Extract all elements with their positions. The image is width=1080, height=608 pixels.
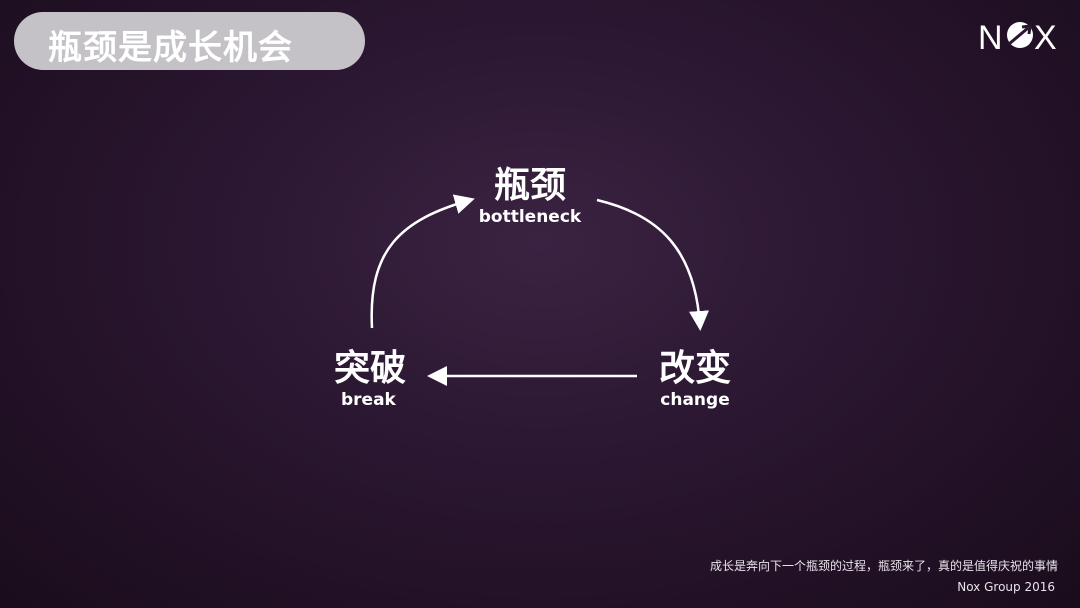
arrow-bottleneck-to-change [596, 198, 709, 331]
svg-text:N: N [978, 19, 1003, 52]
node-label-en: break [341, 390, 396, 410]
node-label-cn: 瓶颈 [493, 165, 566, 206]
title-pill: 瓶颈是成长机会 [14, 12, 365, 70]
node-label-en: change [660, 390, 730, 410]
page-title: 瓶颈是成长机会 [48, 28, 293, 68]
nox-logo: N X [978, 19, 1057, 52]
footer-quote: 成长是奔向下一个瓶颈的过程，瓶颈来了，真的是值得庆祝的事情 [709, 559, 1058, 573]
svg-text:X: X [1034, 19, 1057, 52]
footer-credit: Nox Group 2016 [957, 580, 1055, 594]
node-bottleneck: 瓶颈 bottleneck [470, 166, 590, 228]
node-break: 突破 break [315, 349, 425, 411]
node-label-cn: 改变 [658, 348, 731, 389]
node-label-cn: 突破 [333, 348, 406, 389]
node-change: 改变 change [640, 349, 750, 411]
node-label-en: bottleneck [478, 207, 582, 227]
arrow-break-to-bottleneck [370, 194, 475, 329]
